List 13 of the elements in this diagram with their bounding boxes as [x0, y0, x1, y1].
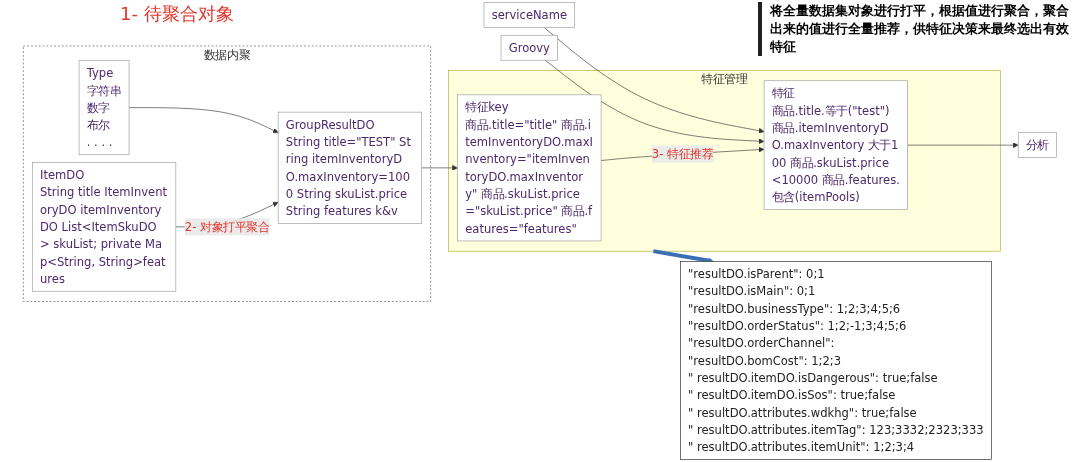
node-box: 分析: [1017, 132, 1057, 158]
node-box: ItemDO String title ItemInventoryDO itemInventoryDO List<ItemSkuDO> skuList; private Map<String, String>features: [31, 162, 177, 292]
node-box: Groovy: [500, 34, 558, 61]
node-box: Type 字符串 数字 布尔 . . . .: [78, 60, 130, 156]
node-box: GroupResultDO String title="TEST" String itemInventoryDO.maxInventory=1000 String skuList.price String features k&v: [277, 111, 422, 224]
edge-label: 2- 对象打平聚合: [184, 220, 270, 234]
note-text: 将全量数据集对象进行打平，根据值进行聚合，聚合出来的值进行全量推荐，供特征决策来最终选出有效特征: [758, 2, 1070, 56]
edge-label: 3- 特征推荐: [651, 147, 714, 161]
step-label: 1- 待聚合对象: [120, 2, 234, 26]
node-box: serviceName: [483, 2, 576, 28]
node-box: 特征 商品.title.等于("test") 商品.itemInventoryDO.maxInventory 大于100 商品.skuList.price <10000 商品.features.包含(itemPools): [763, 80, 908, 210]
node-box: 特征key 商品.title="title" 商品.itemInventoryDO.maxInventory="itemInventoryDO.maxInventory" 商品.skuList.price ="skuList.price" 商品.features="features": [457, 94, 602, 242]
node-box: "resultDO.isParent": 0;1 "resultDO.isMain": 0;1 "resultDO.businessType": 1;2;3;4;5;6 "resultDO.orderStatus": 1;2;-1;3;4;5;6 "resultDO.orderChannel": "resultDO.bomCost": 1;2;3 " resultDO.itemDO.isDangerous": true;false " resultDO.itemDO.isSos": true;false " resultDO.attributes.wdkhg": true;false " resultDO.attributes.itemTag": 123;3332;2323;333 " resultDO.attributes.itemUnit": 1;2;3;4: [680, 261, 992, 460]
